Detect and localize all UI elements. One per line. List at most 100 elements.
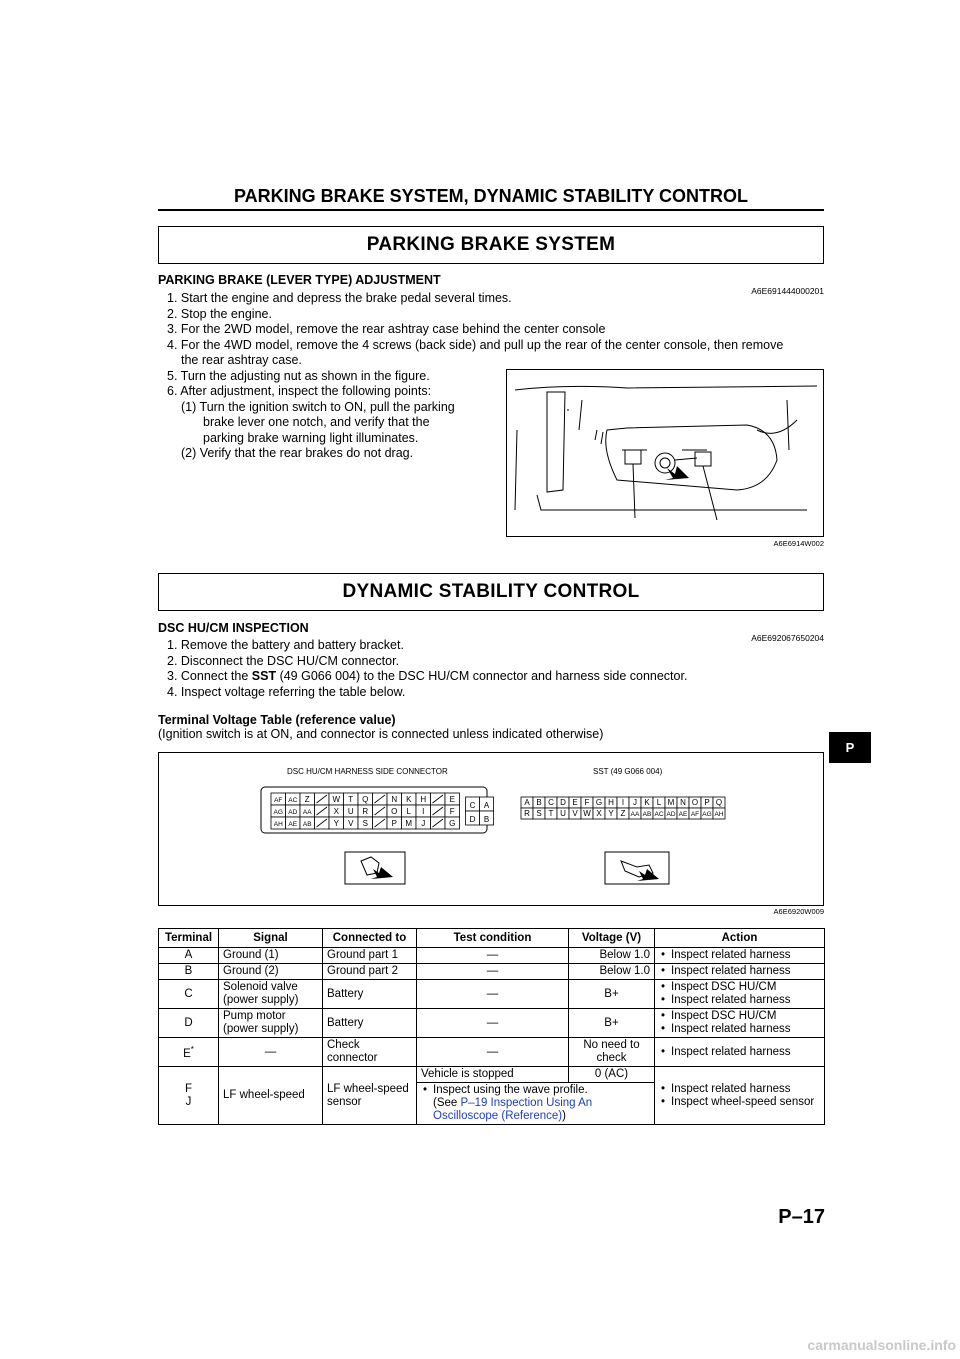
sst-pin-label: AA [631, 811, 640, 818]
harness-pin-label: AA [303, 809, 312, 816]
sst-pin-label: X [596, 809, 602, 818]
header-rule [158, 209, 824, 211]
unused-pin-mark [432, 794, 444, 804]
sst-pin-label: M [668, 798, 675, 807]
sst-pin-label: G [596, 798, 602, 807]
section-side-tab: P [829, 732, 871, 763]
action-item: Inspect related harness [659, 965, 791, 977]
harness-pin-label: O [391, 807, 397, 816]
col-connected-to: Connected to [322, 928, 417, 948]
harness-pin-label: V [348, 819, 354, 828]
step-item: 2. Stop the engine. [167, 306, 272, 321]
terminal-voltage-table: Terminal Signal Connected to Test condit… [158, 928, 825, 1125]
action-item: Inspect related harness [659, 994, 820, 1007]
cell-terminal: B [158, 963, 219, 980]
cell-terminal: C [158, 979, 219, 1009]
harness-pin-label: Y [334, 819, 340, 828]
harness-pin-label: AE [288, 821, 297, 828]
condition-item: Inspect using the wave profile. [421, 1084, 650, 1097]
sst-pin-label: Z [621, 809, 626, 818]
harness-pin-label: W [332, 795, 340, 804]
cell-voltage: B+ [568, 1008, 655, 1038]
sst-pin-label: B [536, 798, 541, 807]
cell-connected: LF wheel-speed sensor [322, 1066, 417, 1125]
unused-pin-mark [432, 818, 444, 828]
harness-pin-label: X [334, 807, 340, 816]
sst-pin-label: F [585, 798, 590, 807]
table-row: A Ground (1) Ground part 1 — Below 1.0 I… [158, 947, 825, 964]
cell-condition: — [416, 979, 569, 1009]
sst-pin-label: AG [702, 811, 711, 818]
step3-prefix: 3. Connect the [167, 669, 252, 683]
harness-pin-cell [444, 816, 460, 830]
parking-brake-steps: 1. Start the engine and depress the brak… [167, 291, 827, 462]
harness-pin-label: AF [274, 797, 282, 804]
procedure-title-dsc: DSC HU/CM INSPECTION [158, 621, 309, 635]
cell-voltage: B+ [568, 979, 655, 1009]
dsc-steps: 1. Remove the battery and battery bracke… [167, 638, 827, 700]
harness-pin-label: G [449, 819, 455, 828]
step-item: 6. After adjustment, inspect the followi… [167, 384, 432, 398]
cell-signal: LF wheel-speed [218, 1066, 323, 1125]
cell-connected: Battery [322, 979, 417, 1009]
harness-pin-label: N [391, 795, 397, 804]
cell-terminal: E* [158, 1037, 219, 1067]
terminal-letter: E [183, 1047, 191, 1060]
table-title: Terminal Voltage Table (reference value) [158, 713, 396, 727]
harness-pin-label: U [348, 807, 354, 816]
harness-pin-label: E [450, 795, 455, 804]
page-header-title: PARKING BRAKE SYSTEM, DYNAMIC STABILITY … [233, 186, 748, 206]
sst-pin-label: AH [714, 811, 723, 818]
sst-pin-label: I [622, 798, 624, 807]
cell-action: Inspect DSC HU/CM Inspect related harnes… [654, 1008, 825, 1038]
action-item-wrap: Inspect wheel-speed sensor [659, 1096, 820, 1109]
cell-voltage: Below 1.0 [568, 963, 655, 980]
reference-link[interactable]: P–19 Inspection Using An Oscilloscope (R… [433, 1097, 593, 1122]
harness-pin-label: J [421, 819, 425, 828]
cell-condition: — [416, 963, 569, 980]
harness-pin-label: M [405, 819, 412, 828]
sst-pin-label: AF [691, 811, 699, 818]
unused-pin-mark [316, 806, 328, 816]
step-item: (1) Turn the ignition switch to ON, pull… [181, 399, 455, 414]
step-item: parking brake warning light illuminates. [203, 430, 419, 445]
cell-terminal: A [158, 947, 219, 964]
action-item: Inspect wheel-speed sensor [671, 1095, 815, 1108]
harness-pin-label: L [407, 807, 412, 816]
cell-signal: Solenoid valve (power supply) [218, 979, 323, 1009]
sst-pin-label: H [608, 798, 614, 807]
action-item: Inspect DSC HU/CM [659, 1010, 820, 1023]
cell-signal: Ground (1) [218, 947, 323, 964]
footer-watermark[interactable]: carmanualsonline.info [807, 1337, 956, 1353]
harness-pin-label: Z [305, 795, 310, 804]
table-row: E* — Check connector — No need to check … [158, 1037, 825, 1067]
sst-pin-label: AC [654, 811, 663, 818]
col-test-condition: Test condition [416, 928, 569, 948]
step-item: 5. Turn the adjusting nut as shown in th… [167, 368, 430, 383]
step-item: 3. Connect the SST (49 G066 004) to the … [167, 669, 827, 685]
action-item: Inspect DSC HU/CM [659, 981, 820, 994]
condition-reference: (See P–19 Inspection Using An Oscillosco… [421, 1097, 650, 1123]
action-item: Inspect related harness [659, 1023, 820, 1036]
terminal-mark: * [190, 1045, 194, 1055]
cell-action: Inspect related harness [654, 963, 825, 980]
step-item: 4. Inspect voltage referring the table b… [167, 684, 406, 699]
harness-pin-label: A [484, 801, 490, 810]
cell-action: Inspect related harness [654, 1037, 825, 1067]
col-terminal: Terminal [158, 928, 219, 948]
harness-pin-label: B [484, 815, 489, 824]
cell-terminal: D [158, 1008, 219, 1038]
col-action: Action [654, 928, 825, 948]
harness-connector-icon [344, 851, 406, 885]
cell-connected: Check connector [322, 1037, 417, 1067]
harness-pin-label: AB [303, 821, 312, 828]
table-row: C Solenoid valve (power supply) Battery … [158, 979, 825, 1009]
unused-pin-mark [374, 794, 386, 804]
cell-connected: Battery [322, 1008, 417, 1038]
sst-pin-label: O [692, 798, 698, 807]
cell-connected: Ground part 2 [322, 963, 417, 980]
harness-pin-cell [479, 810, 494, 826]
harness-pin-label: Q [362, 795, 368, 804]
col-voltage: Voltage (V) [568, 928, 655, 948]
